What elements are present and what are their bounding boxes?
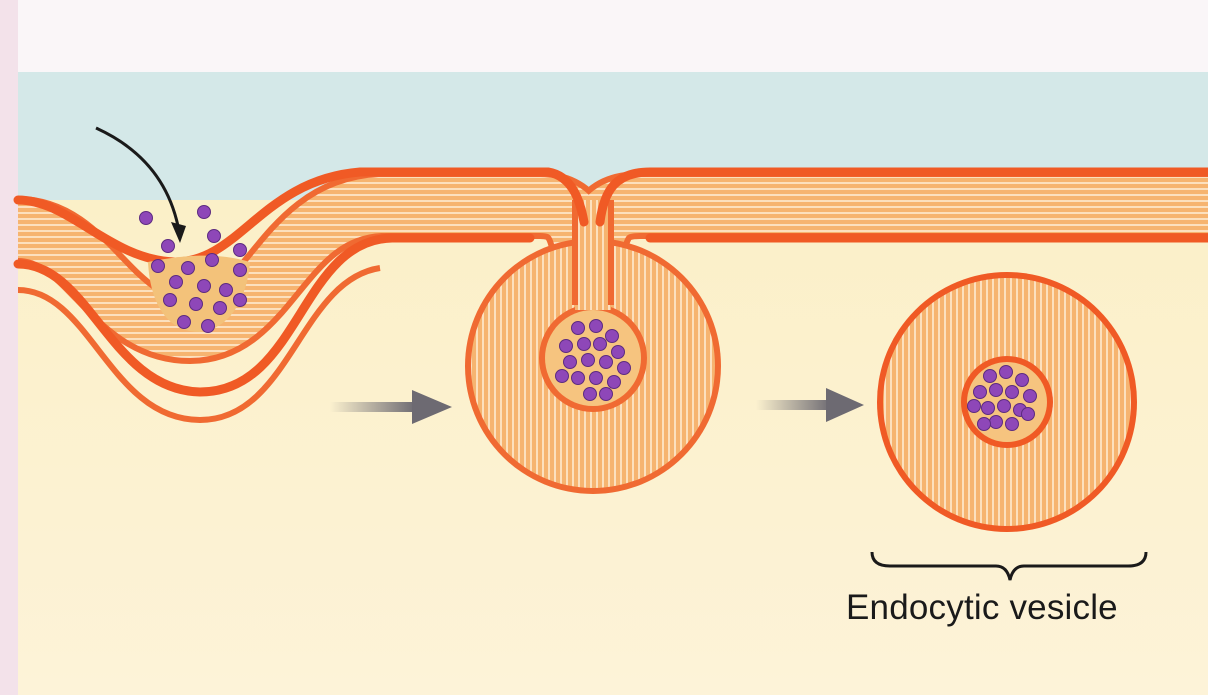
particle bbox=[612, 346, 625, 359]
particle bbox=[198, 206, 211, 219]
vesicle-label: Endocytic vesicle bbox=[846, 588, 1118, 628]
particle bbox=[560, 340, 573, 353]
particle bbox=[600, 356, 613, 369]
particle bbox=[1016, 374, 1029, 387]
particle bbox=[590, 320, 603, 333]
particle bbox=[990, 416, 1003, 429]
particle bbox=[572, 322, 585, 335]
particle bbox=[618, 362, 631, 375]
particle bbox=[206, 254, 219, 267]
particle bbox=[214, 302, 227, 315]
particle bbox=[234, 244, 247, 257]
particle bbox=[974, 386, 987, 399]
particle bbox=[564, 356, 577, 369]
particle bbox=[606, 330, 619, 343]
particle bbox=[572, 372, 585, 385]
particle bbox=[198, 280, 211, 293]
particle bbox=[220, 284, 233, 297]
particle bbox=[140, 212, 153, 225]
particle bbox=[556, 370, 569, 383]
particle bbox=[578, 338, 591, 351]
particle bbox=[234, 294, 247, 307]
particle bbox=[594, 338, 607, 351]
particle bbox=[1022, 408, 1035, 421]
particle bbox=[170, 276, 183, 289]
particle bbox=[1000, 366, 1013, 379]
particle bbox=[584, 388, 597, 401]
particle bbox=[968, 400, 981, 413]
particle bbox=[1024, 390, 1037, 403]
particle bbox=[202, 320, 215, 333]
particle bbox=[582, 354, 595, 367]
particle bbox=[1006, 418, 1019, 431]
particle bbox=[190, 298, 203, 311]
particle bbox=[600, 388, 613, 401]
particle bbox=[234, 264, 247, 277]
particle bbox=[590, 372, 603, 385]
particle bbox=[208, 230, 221, 243]
particle bbox=[978, 418, 991, 431]
particle bbox=[178, 316, 191, 329]
particle bbox=[998, 400, 1011, 413]
particle bbox=[982, 402, 995, 415]
particle bbox=[608, 376, 621, 389]
particle bbox=[984, 370, 997, 383]
particle bbox=[152, 260, 165, 273]
left-edge-strip bbox=[0, 0, 18, 695]
particle bbox=[182, 262, 195, 275]
particle bbox=[162, 240, 175, 253]
particle bbox=[990, 384, 1003, 397]
particle bbox=[1006, 386, 1019, 399]
particle bbox=[164, 294, 177, 307]
